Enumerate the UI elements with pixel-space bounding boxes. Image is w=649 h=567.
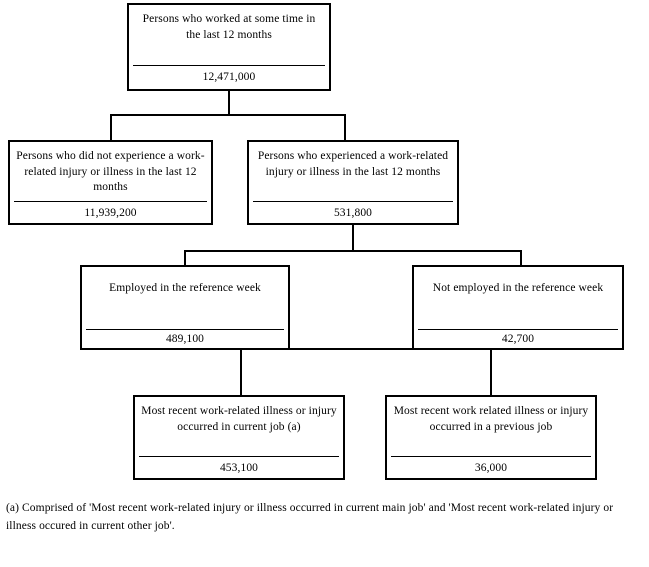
node-injury: Persons who experienced a work-related i… — [247, 140, 459, 225]
node-persons-worked-label: Persons who worked at some time in the l… — [142, 13, 316, 41]
connector-employed-to-previous-job — [490, 348, 492, 397]
connector-top-stem — [228, 91, 230, 116]
node-previous-job-label: Most recent work related illness or inju… — [393, 405, 589, 433]
connector-employed-bar — [240, 348, 492, 350]
connector-employed-to-current-job — [240, 350, 242, 397]
node-employed-reference-week-value: 489,100 — [165, 332, 205, 345]
connector-top-bar — [110, 114, 346, 116]
node-persons-worked-divider — [133, 64, 325, 66]
node-not-employed-reference-week-divider — [418, 328, 618, 330]
node-persons-worked-value: 12,471,000 — [202, 71, 256, 84]
node-previous-job: Most recent work related illness or inju… — [385, 395, 597, 480]
node-no-injury-divider — [14, 201, 207, 203]
node-employed-reference-week: Employed in the reference week 489,100 — [80, 265, 290, 350]
connector-top-to-no-injury — [110, 114, 112, 141]
connector-top-to-injury — [344, 114, 346, 141]
node-previous-job-value: 36,000 — [474, 461, 508, 474]
node-employed-reference-week-label: Employed in the reference week — [109, 282, 261, 294]
connector-injury-to-employed — [184, 250, 186, 267]
node-no-injury: Persons who did not experience a work-re… — [8, 140, 213, 225]
node-not-employed-reference-week: Not employed in the reference week 42,70… — [412, 265, 624, 350]
node-injury-divider — [253, 201, 453, 203]
node-not-employed-reference-week-label: Not employed in the reference week — [432, 282, 604, 294]
node-employed-reference-week-divider — [86, 328, 284, 330]
node-current-job-label: Most recent work-related illness or inju… — [141, 405, 337, 433]
connector-injury-to-not-employed — [520, 250, 522, 267]
node-no-injury-value: 11,939,200 — [84, 206, 137, 219]
node-no-injury-label: Persons who did not experience a work-re… — [16, 150, 205, 194]
connector-injury-stem — [352, 225, 354, 252]
node-current-job-value: 453,100 — [219, 461, 259, 474]
node-current-job: Most recent work-related illness or inju… — [133, 395, 345, 480]
node-current-job-divider — [139, 456, 339, 458]
node-injury-value: 531,800 — [333, 206, 373, 219]
node-previous-job-divider — [391, 456, 591, 458]
node-not-employed-reference-week-value: 42,700 — [501, 332, 535, 345]
connector-injury-bar — [184, 250, 522, 252]
node-persons-worked: Persons who worked at some time in the l… — [127, 3, 331, 91]
node-injury-label: Persons who experienced a work-related i… — [257, 150, 449, 178]
footnote-text: (a) Comprised of 'Most recent work-relat… — [6, 502, 614, 532]
